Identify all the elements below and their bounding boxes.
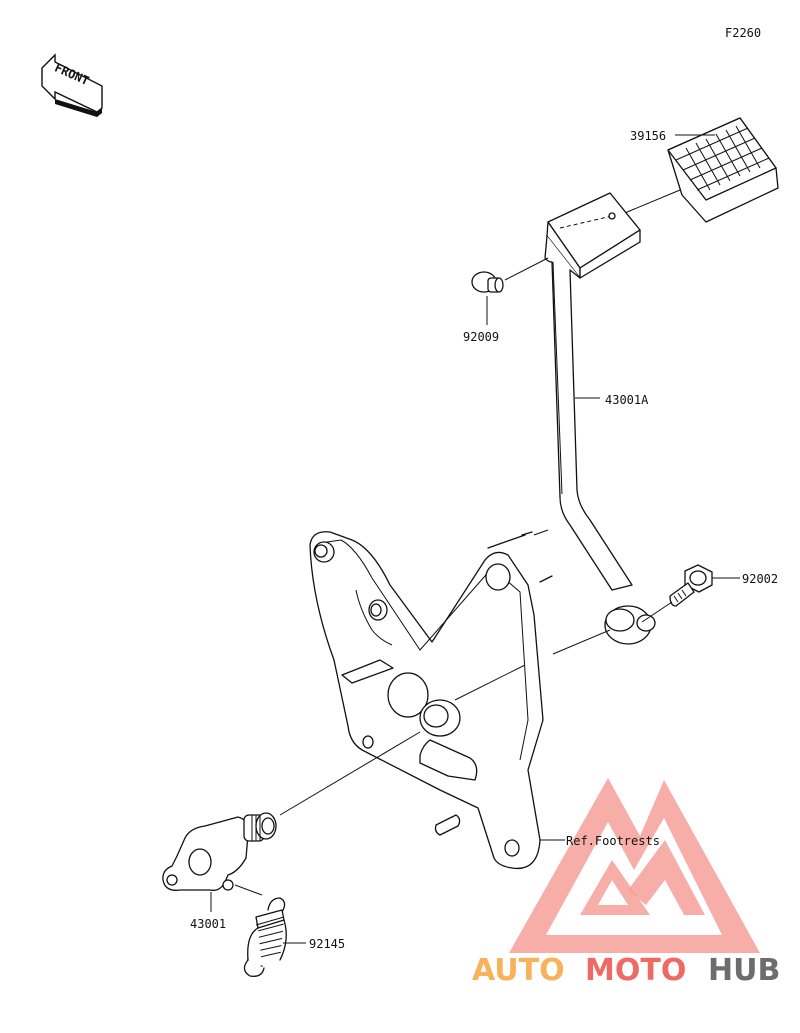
pedal-pad (667, 117, 779, 223)
bolt (669, 564, 713, 607)
watermark-moto: MOTO (585, 953, 686, 988)
callout-43001a: 43001A (605, 393, 649, 407)
front-arrow-icon: FRONT (41, 53, 103, 117)
pad-leader-line (619, 189, 681, 216)
pedal-shaft (162, 812, 277, 891)
callout-92009: 92009 (463, 330, 499, 344)
watermark-logo (509, 778, 760, 953)
shaft-leader-line (279, 731, 421, 816)
callout-92002: 92002 (742, 572, 778, 586)
spring (234, 884, 287, 977)
callout-92145: 92145 (309, 937, 345, 951)
footrest-plate (309, 529, 553, 870)
pin-leader-line (504, 257, 549, 281)
cotter-pin (471, 271, 504, 293)
watermark-auto: AUTO (472, 953, 565, 988)
callout-ref-footrests: Ref.Footrests (566, 834, 660, 848)
callout-43001: 43001 (190, 917, 226, 931)
arm-shaft-leader-line (552, 629, 611, 655)
bolt-leader-line (641, 601, 673, 623)
watermark-hub: HUB (708, 953, 780, 988)
pedal-arm (544, 192, 656, 645)
watermark-text: AUTO MOTO HUB (472, 953, 780, 988)
callout-39156: 39156 (630, 129, 666, 143)
figure-code: F2260 (725, 26, 761, 40)
